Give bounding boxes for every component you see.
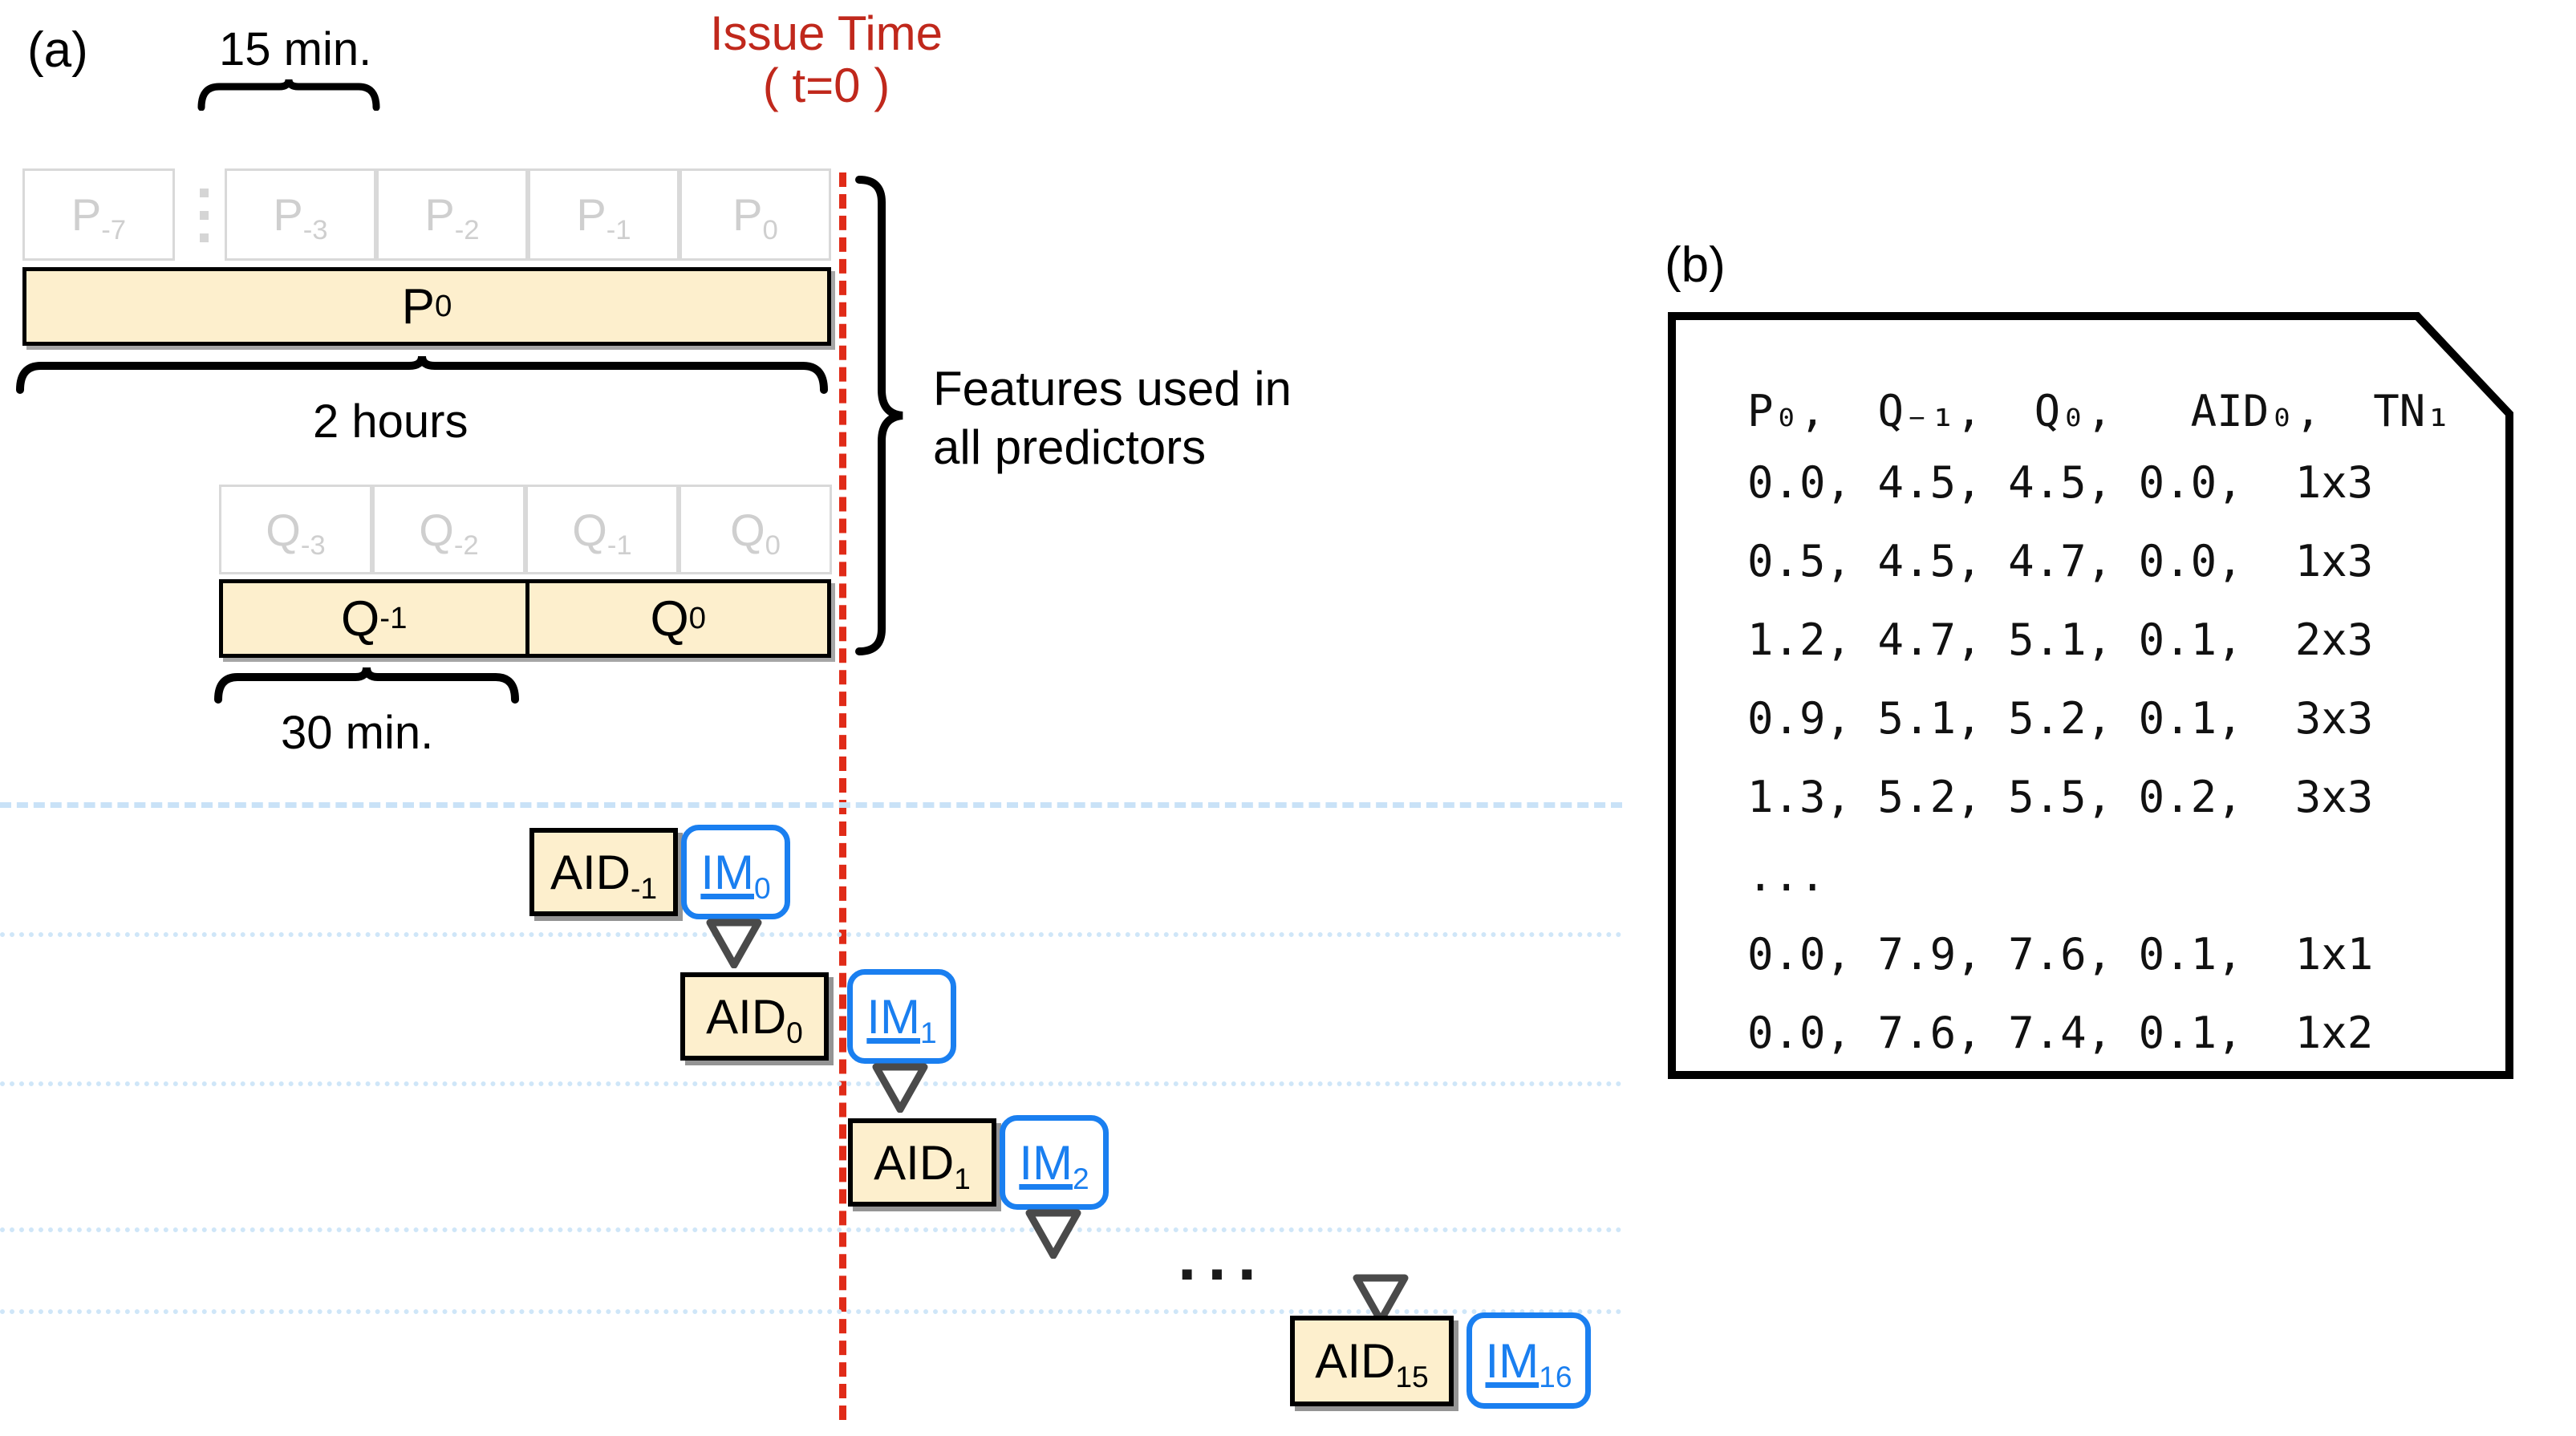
panel-b-row-7: 0.0, 7.6, 7.4, 0.1, 1x2 — [1747, 1008, 2374, 1058]
aid-box-0[interactable]: AID-1 — [529, 828, 678, 916]
aid-box-1-sub: 0 — [786, 1015, 803, 1049]
features-note-line1: Features used in — [933, 362, 1292, 416]
guide-line-dotted — [0, 1309, 1622, 1314]
p-ghost-row-recent: P-3 P-2 P-1 P0 — [225, 168, 831, 261]
issue-time-line2: ( t=0 ) — [762, 58, 890, 112]
features-note: Features used in all predictors — [933, 359, 1292, 477]
im-box-2-label: IM2 — [1019, 1135, 1089, 1195]
aid-box-last-sub: 15 — [1395, 1359, 1429, 1393]
p-ghost-sub: -3 — [302, 215, 328, 246]
im-box-0-sub: 0 — [753, 870, 771, 905]
q-ghost-cell: Q-2 — [372, 485, 525, 574]
panel-b-row-0: 0.0, 4.5, 4.5, 0.0, 1x3 — [1747, 457, 2374, 508]
p-ghost-sub: -1 — [606, 215, 631, 246]
aid-box-last[interactable]: AID15 — [1290, 1316, 1454, 1406]
panel-b-header: P₀, Q₋₁, Q₀, AID₀, TN₁ — [1747, 386, 2452, 436]
panel-b-label: (b) — [1665, 237, 1726, 293]
brace-features — [855, 176, 903, 655]
flow-arrow-0 — [706, 919, 762, 968]
brace-30min-label: 30 min. — [281, 707, 434, 759]
q-ghost-label: Q0 — [730, 504, 781, 561]
flow-arrow-1 — [872, 1063, 928, 1113]
flow-arrow-last — [1353, 1274, 1409, 1324]
im-box-0-label: IM0 — [700, 845, 771, 905]
im-box-1-sub: 1 — [919, 1015, 937, 1049]
q-ghost-label: Q-3 — [266, 504, 326, 561]
brace-15min — [197, 79, 380, 111]
panel-a-label: (a) — [27, 22, 88, 78]
guide-line-dashed — [0, 802, 1622, 808]
p-ghost-row: P-7 — [22, 168, 175, 261]
guide-line-dotted — [0, 1081, 1622, 1086]
p-ghost-label: P-1 — [576, 189, 631, 246]
panel-b-row-3: 0.9, 5.1, 5.2, 0.1, 3x3 — [1747, 693, 2374, 744]
q-ghost-sub: 0 — [765, 529, 781, 561]
q-ghost-row: Q-3 Q-2 Q-1 Q0 — [219, 485, 832, 574]
aid-box-0-sub: -1 — [630, 870, 658, 905]
aid-box-0-label: AID-1 — [550, 845, 658, 905]
aid-box-1[interactable]: AID0 — [680, 972, 829, 1061]
panel-b-row-2: 1.2, 4.7, 5.1, 0.1, 2x3 — [1747, 615, 2374, 665]
issue-time-dashed-line — [839, 172, 846, 1420]
p-ghost-cell: P-3 — [225, 168, 376, 261]
issue-time-title: Issue Time ( t=0 ) — [658, 6, 995, 112]
im-box-2[interactable]: IM2 — [1000, 1115, 1109, 1210]
p-ghost-sub: -7 — [101, 215, 127, 246]
q-ghost-cell: Q0 — [679, 485, 832, 574]
panel-b-row-4: 1.3, 5.2, 5.5, 0.2, 3x3 — [1747, 772, 2374, 822]
panel-b-row-6: 0.0, 7.9, 7.6, 0.1, 1x1 — [1747, 929, 2374, 980]
p-ghost-cell: P0 — [679, 168, 831, 261]
p-ghost-cell: P-1 — [528, 168, 679, 261]
p-sequence-ellipsis-dots — [193, 181, 215, 249]
q-ghost-label: Q-1 — [572, 504, 632, 561]
flow-arrow-2 — [1025, 1209, 1081, 1259]
brace-2hours — [16, 355, 828, 394]
im-box-1[interactable]: IM1 — [847, 969, 956, 1064]
p-ghost-label: P-3 — [273, 189, 328, 246]
panel-b-row-1: 0.5, 4.5, 4.7, 0.0, 1x3 — [1747, 536, 2374, 586]
brace-30min — [214, 667, 519, 704]
aid-box-2-label: AID1 — [874, 1135, 971, 1195]
p-ghost-label: P-7 — [71, 189, 127, 246]
guide-line-dotted — [0, 932, 1622, 937]
panel-b-card — [1668, 312, 2513, 1079]
im-box-last-sub: 16 — [1539, 1359, 1572, 1393]
p-ghost-label: P-2 — [424, 189, 480, 246]
p-ghost-cell: P-7 — [22, 168, 175, 261]
q-ghost-sub: -2 — [453, 529, 479, 561]
q-ghost-cell: Q-3 — [219, 485, 372, 574]
im-box-last-label: IM16 — [1485, 1333, 1572, 1393]
q-minus1-label: Q-1 — [341, 590, 408, 647]
im-box-1-label: IM1 — [866, 989, 937, 1049]
guide-line-dotted — [0, 1227, 1622, 1232]
sequence-ellipsis: ... — [1178, 1219, 1268, 1294]
aid-box-2[interactable]: AID1 — [848, 1118, 996, 1207]
p-ghost-sub: 0 — [762, 215, 778, 246]
aid-box-last-label: AID15 — [1315, 1334, 1429, 1393]
panel-b-table: P₀, Q₋₁, Q₀, AID₀, TN₁ — [1747, 382, 2452, 440]
features-note-line2: all predictors — [933, 420, 1207, 475]
p-ghost-label: P0 — [732, 189, 778, 246]
q-ghost-sub: -3 — [300, 529, 326, 561]
aid-box-1-label: AID0 — [706, 989, 803, 1049]
brace-15min-label: 15 min. — [219, 23, 372, 75]
im-box-last[interactable]: IM16 — [1466, 1312, 1591, 1409]
im-box-2-sub: 2 — [1072, 1161, 1089, 1195]
q-ghost-cell: Q-1 — [525, 485, 679, 574]
issue-time-line1: Issue Time — [709, 6, 943, 60]
aid-box-2-sub: 1 — [954, 1161, 971, 1195]
im-box-0[interactable]: IM0 — [681, 825, 790, 919]
p-ghost-cell: P-2 — [376, 168, 528, 261]
q-ghost-sub: -1 — [606, 529, 632, 561]
p-ghost-sub: -2 — [454, 215, 480, 246]
panel-b-row-ellipsis: ... — [1747, 850, 1826, 901]
q-ghost-label: Q-2 — [419, 504, 479, 561]
brace-2hours-label: 2 hours — [313, 396, 469, 448]
